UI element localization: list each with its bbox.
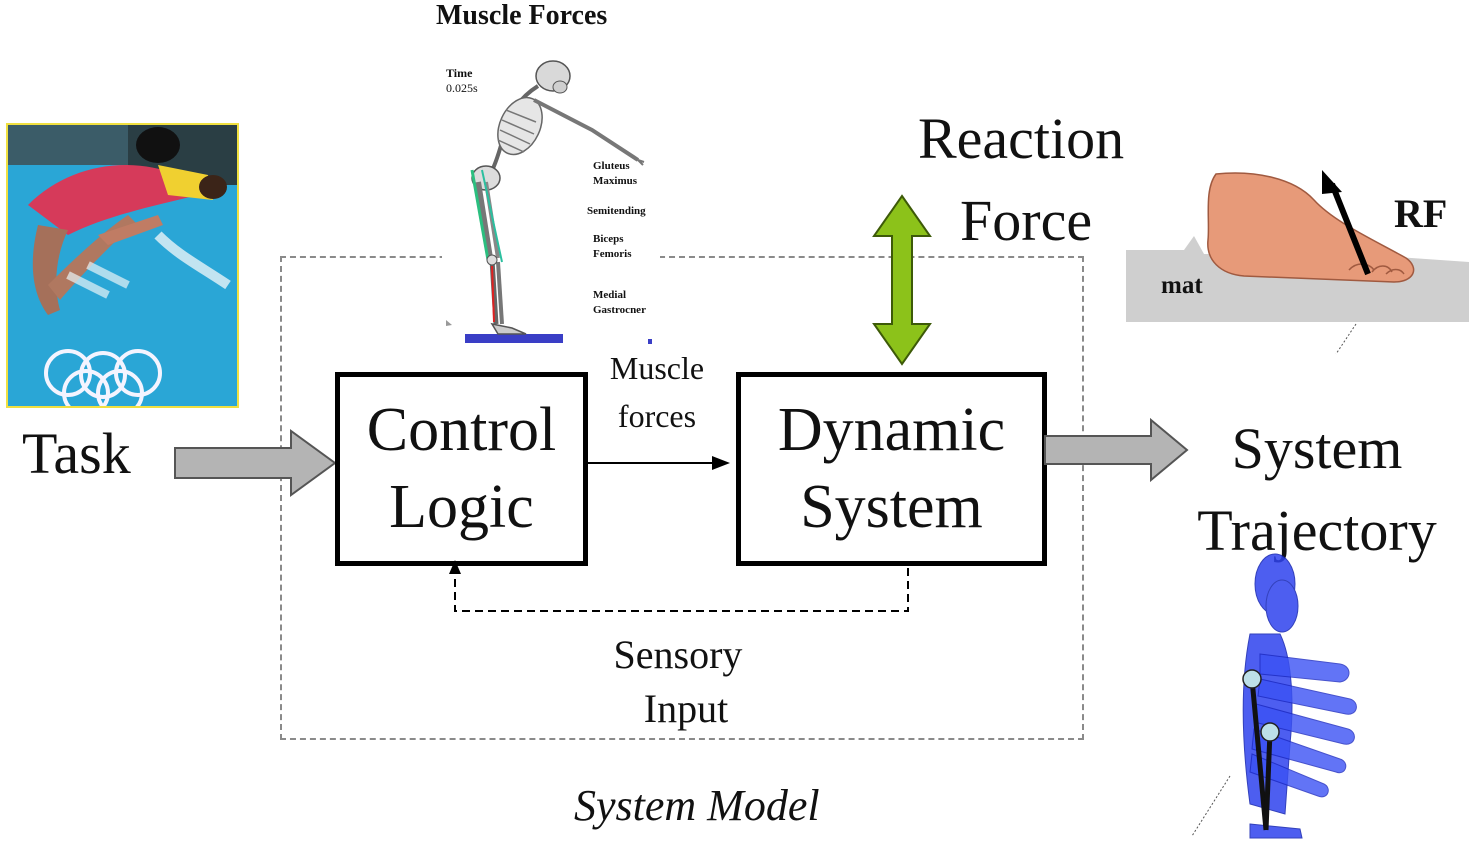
dynamic-system-line2: System [800,473,983,541]
time-value: 0.025s [446,81,478,95]
rf-label: RF [1394,191,1448,236]
mat-label: mat [1161,272,1203,299]
reaction-force-arrow [872,194,932,366]
sensory-input-line2: Input [643,686,729,731]
gymnast-photo [6,123,239,408]
sensory-input-line1: Sensory [613,632,743,677]
system-model-frame [280,256,1084,740]
system-trajectory-label: System Trajectory [1178,408,1456,572]
time-label: Time [446,66,473,80]
muscle-label-biceps: Biceps [593,233,624,245]
task-arrow [174,429,337,497]
muscle-label-semitendinosus: Semitending [587,205,646,217]
system-model-caption: System Model [574,781,820,830]
muscle-label-gluteus: Gluteus [593,160,630,172]
foot-panel: RF mat [1124,170,1469,355]
muscle-label-maximus: Maximus [593,175,637,187]
muscle-forces-title: Muscle Forces [436,0,608,31]
reaction-force-line2: Force [960,188,1093,253]
control-logic-line2: Logic [389,473,534,541]
output-arrow [1044,417,1189,483]
sensory-feedback-loop [449,560,909,612]
muscle-forces-edge-label: Muscle forces [598,344,716,440]
dynamic-system-box[interactable]: Dynamic System [736,372,1047,566]
control-logic-line1: Control [366,395,557,464]
skeleton-panel: Time 0.025s Gluteus Maximus Semitending … [442,52,660,349]
control-logic-box[interactable]: Control Logic [335,372,588,566]
muscle-label-gastrocnemius: Gastrocner [593,304,646,316]
muscle-label-medial: Medial [593,289,626,301]
muscle-forces-arrow [588,456,730,470]
skeleton-figure [446,60,652,349]
muscle-label-femoris: Femoris [593,248,632,260]
dynamic-system-line1: Dynamic [777,395,1006,464]
system-trajectory-line1: System [1231,416,1403,481]
trajectory-figure [1191,553,1357,839]
foot-illustration [1126,170,1469,355]
sensory-input-label: Sensory Input [598,628,758,736]
task-label: Task [22,421,131,486]
reaction-force-label: Reaction Force [918,98,1124,262]
system-trajectory-line2: Trajectory [1197,498,1437,563]
reaction-force-line1: Reaction [918,106,1125,171]
muscle-forces-line2: forces [617,398,697,434]
gymnast-figure [8,125,237,406]
muscle-forces-line1: Muscle [609,350,705,386]
